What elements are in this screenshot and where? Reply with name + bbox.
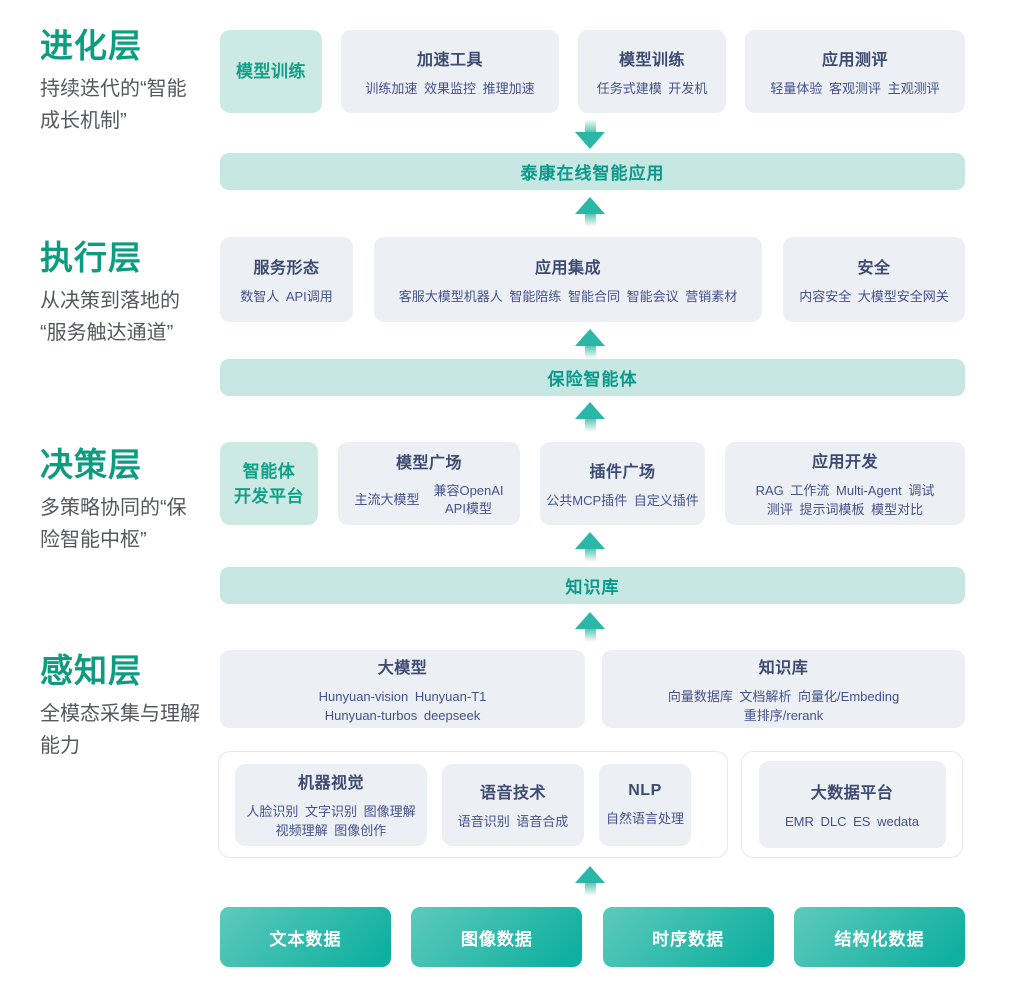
box-model-training-highlight: 模型训练	[220, 30, 322, 113]
box-accel-tools: 加速工具 训练加速 效果监控 推理加速	[341, 30, 559, 113]
arrow-up-icon	[575, 612, 605, 642]
box-subtitle: 人脸识别 文字识别 图像理解 视频理解 图像创作	[246, 804, 416, 838]
box-subtitle: 向量数据库 文档解析 向量化/Embeding 重排序/rerank	[667, 688, 900, 723]
box-title-line: 开发平台	[234, 486, 304, 506]
box-nlp: NLP 自然语言处理	[599, 763, 691, 846]
arrow-head	[575, 402, 605, 419]
arrow-stem	[584, 346, 596, 359]
arrow-head	[575, 132, 605, 149]
box-model-training: 模型训练 任务式建模 开发机	[578, 30, 726, 113]
box-title: 加速工具	[416, 51, 483, 69]
arrow-stem	[584, 119, 596, 132]
band-taikang-app: 泰康在线智能应用	[220, 153, 965, 190]
box-title: 插件广场	[589, 463, 656, 481]
layer-desc: 多策略协同的“保 险智能中枢”	[40, 497, 187, 551]
box-title: 模型训练	[618, 51, 685, 69]
arrow-up-icon	[575, 532, 605, 562]
layer-title: 进化层	[40, 27, 142, 64]
box-title: 语音技术	[479, 784, 546, 802]
box-app-eval: 应用测评 轻量体验 客观测评 主观测评	[745, 30, 965, 113]
row-perception-models: 大模型 Hunyuan-vision Hunyuan-T1 Hunyuan-tu…	[220, 650, 965, 728]
box-title-line: 智能体	[242, 461, 296, 481]
arrow-stem	[584, 214, 596, 227]
box-subtitle: 内容安全 大模型安全网关	[799, 288, 949, 304]
layer-desc: 持续迭代的“智能 成长机制”	[40, 78, 187, 132]
arrow-head	[575, 329, 605, 346]
box-title: 大数据平台	[810, 784, 894, 802]
row-execution: 服务形态 数智人 API调用 应用集成 客服大模型机器人 智能陪练 智能合同 智…	[220, 237, 965, 322]
box-subtitle: Hunyuan-vision Hunyuan-T1 Hunyuan-turbos…	[318, 688, 487, 723]
band-insurance-agent: 保险智能体	[220, 359, 965, 396]
box-subtitle: 主流大模型 兼容OpenAI API模型	[354, 483, 504, 516]
arrow-up-icon	[575, 402, 605, 432]
box-bigdata-platform: 大数据平台 EMR DLC ES wedata	[758, 761, 946, 848]
box-agent-platform: 智能体 开发平台	[220, 442, 318, 525]
data-button-image: 图像数据	[411, 907, 583, 967]
box-plugin-square: 插件广场 公共MCP插件 自定义插件	[540, 442, 705, 525]
box-title: 模型广场	[395, 455, 462, 472]
row-data-sources: 文本数据 图像数据 时序数据 结构化数据	[220, 907, 965, 967]
layer-desc: 从决策到落地的 “服务触达通道”	[40, 290, 180, 344]
box-subtitle: 自然语言处理	[605, 810, 684, 826]
layer-header-perception: 感知层 全模态采集与理解 能力	[40, 653, 220, 762]
box-subtitle: 公共MCP插件 自定义插件	[546, 492, 699, 508]
box-security: 安全 内容安全 大模型安全网关	[783, 237, 965, 322]
arrow-head	[575, 532, 605, 549]
container-ai-capabilities: 机器视觉 人脸识别 文字识别 图像理解 视频理解 图像创作 语音技术 语音识别 …	[218, 751, 728, 858]
arrow-down-icon	[575, 119, 605, 149]
arrow-head	[575, 866, 605, 883]
layer-header-evolution: 进化层 持续迭代的“智能 成长机制”	[40, 28, 220, 137]
arrow-up-icon	[575, 866, 605, 896]
layer-header-decision: 决策层 多策略协同的“保 险智能中枢”	[40, 447, 220, 556]
arrow-stem	[584, 419, 596, 432]
row-perception-capabilities: 机器视觉 人脸识别 文字识别 图像理解 视频理解 图像创作 语音技术 语音识别 …	[218, 751, 963, 858]
box-title: 机器视觉	[297, 775, 364, 792]
box-computer-vision: 机器视觉 人脸识别 文字识别 图像理解 视频理解 图像创作	[235, 763, 427, 846]
box-title: 应用测评	[821, 51, 888, 69]
layer-title: 感知层	[40, 652, 142, 689]
box-subtitle: 数智人 API调用	[240, 288, 333, 304]
arrow-stem	[584, 549, 596, 562]
arrow-head	[575, 612, 605, 629]
box-subtitle: EMR DLC ES wedata	[785, 813, 919, 829]
box-title: NLP	[628, 781, 662, 799]
box-speech-tech: 语音技术 语音识别 语音合成	[442, 763, 584, 846]
layer-title: 决策层	[40, 446, 142, 483]
arrow-up-icon	[575, 197, 605, 227]
box-app-integration: 应用集成 客服大模型机器人 智能陪练 智能合同 智能会议 营销素材	[374, 237, 762, 322]
arrow-stem	[584, 883, 596, 896]
arrow-up-icon	[575, 329, 605, 359]
layer-header-execution: 执行层 从决策到落地的 “服务触达通道”	[40, 240, 220, 349]
box-subtitle: 任务式建模 开发机	[596, 80, 708, 96]
layer-title: 执行层	[40, 239, 142, 276]
container-bigdata: 大数据平台 EMR DLC ES wedata	[741, 751, 963, 858]
box-app-dev: 应用开发 RAG 工作流 Multi-Agent 调试 测评 提示词模板 模型对…	[725, 442, 965, 525]
box-subtitle: 训练加速 效果监控 推理加速	[365, 80, 535, 96]
row-decision: 智能体 开发平台 模型广场 主流大模型 兼容OpenAI API模型 插件广场 …	[220, 442, 965, 525]
box-title: 应用开发	[811, 454, 878, 471]
data-button-text: 文本数据	[220, 907, 391, 967]
layer-desc: 全模态采集与理解 能力	[40, 703, 200, 757]
box-subtitle: 客服大模型机器人 智能陪练 智能合同 智能会议 营销素材	[398, 288, 738, 304]
arrow-stem	[584, 629, 596, 642]
data-button-timeseries: 时序数据	[602, 907, 774, 967]
box-knowledge-base: 知识库 向量数据库 文档解析 向量化/Embeding 重排序/rerank	[602, 650, 965, 728]
box-title: 应用集成	[534, 259, 601, 277]
box-title: 服务形态	[253, 259, 320, 277]
box-subtitle: 语音识别 语音合成	[457, 813, 569, 829]
box-title: 知识库	[758, 659, 809, 677]
data-button-structured: 结构化数据	[793, 907, 965, 967]
box-llm: 大模型 Hunyuan-vision Hunyuan-T1 Hunyuan-tu…	[220, 650, 585, 728]
box-service-form: 服务形态 数智人 API调用	[220, 237, 353, 322]
band-knowledge-base: 知识库	[220, 567, 965, 604]
box-model-square: 模型广场 主流大模型 兼容OpenAI API模型	[338, 442, 520, 525]
box-subtitle: RAG 工作流 Multi-Agent 调试 测评 提示词模板 模型对比	[755, 483, 935, 517]
arrow-head	[575, 197, 605, 214]
box-title: 安全	[857, 259, 891, 277]
row-evolution: 模型训练 加速工具 训练加速 效果监控 推理加速 模型训练 任务式建模 开发机 …	[220, 30, 965, 113]
box-title: 大模型	[377, 659, 428, 677]
box-subtitle: 轻量体验 客观测评 主观测评	[770, 80, 940, 96]
